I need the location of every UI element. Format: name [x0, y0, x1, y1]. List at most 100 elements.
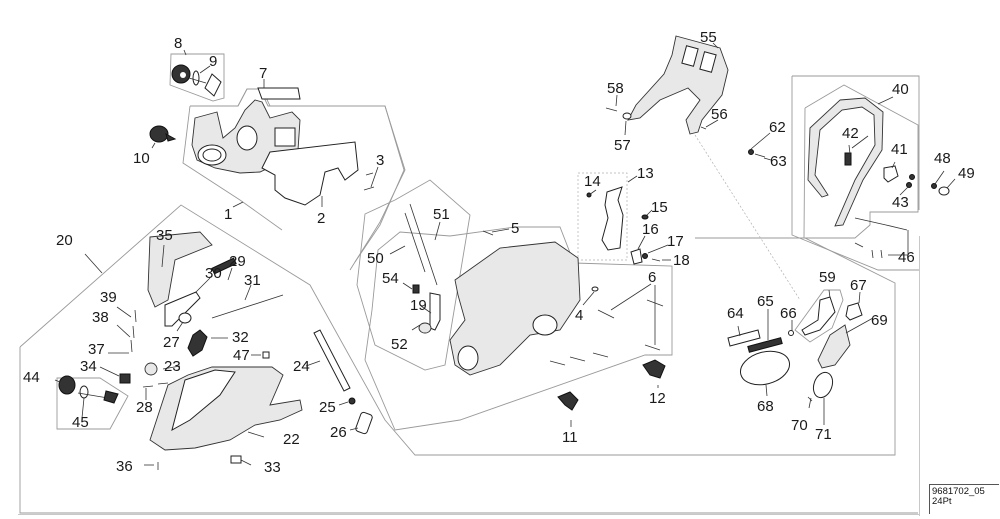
callout-30[interactable]: 30 [205, 265, 222, 282]
callout-34[interactable]: 34 [80, 358, 97, 375]
part-4-plug [591, 286, 599, 292]
callout-13[interactable]: 13 [637, 165, 654, 182]
part-51-rod [409, 203, 438, 286]
callout-54[interactable]: 54 [382, 270, 399, 287]
part-66-washer [788, 330, 794, 336]
part-34-switch [119, 373, 131, 384]
part-31-rod [211, 294, 284, 319]
callout-48[interactable]: 48 [934, 150, 951, 167]
callout-39[interactable]: 39 [100, 289, 117, 306]
callout-63[interactable]: 63 [770, 153, 787, 170]
callout-3[interactable]: 3 [376, 152, 384, 169]
callout-46[interactable]: 46 [898, 249, 915, 266]
callout-42[interactable]: 42 [842, 125, 859, 142]
callout-28[interactable]: 28 [136, 399, 153, 416]
callout-47[interactable]: 47 [233, 347, 250, 364]
part-7-decal [257, 87, 301, 100]
part-47-clip [262, 351, 270, 359]
callout-10[interactable]: 10 [133, 150, 150, 167]
callout-17[interactable]: 17 [667, 233, 684, 250]
callout-1[interactable]: 1 [224, 206, 232, 223]
callout-25[interactable]: 25 [319, 399, 336, 416]
callout-59[interactable]: 59 [819, 269, 836, 286]
callout-8[interactable]: 8 [174, 35, 182, 52]
callout-20[interactable]: 20 [56, 232, 73, 249]
callout-31[interactable]: 31 [244, 272, 261, 289]
callout-65[interactable]: 65 [757, 293, 774, 310]
callout-69[interactable]: 69 [871, 312, 888, 329]
part-63-screw [754, 153, 766, 158]
part-17-washer [642, 253, 648, 259]
part-16-bracket [630, 248, 643, 265]
callout-56[interactable]: 56 [711, 106, 728, 123]
part-27-catch [178, 312, 192, 324]
callout-7[interactable]: 7 [259, 65, 267, 82]
callout-24[interactable]: 24 [293, 358, 310, 375]
part-6-screw-c [644, 344, 661, 351]
part-33-label [230, 455, 242, 464]
callout-16[interactable]: 16 [642, 221, 659, 238]
callout-64[interactable]: 64 [727, 305, 744, 322]
guide-line-brake [694, 134, 801, 301]
callout-35[interactable]: 35 [156, 227, 173, 244]
part-54-nut [412, 284, 420, 294]
callout-33[interactable]: 33 [264, 459, 281, 476]
part-55-window-a [681, 45, 699, 67]
callout-23[interactable]: 23 [164, 358, 181, 375]
callout-49[interactable]: 49 [958, 165, 975, 182]
callout-52[interactable]: 52 [391, 336, 408, 353]
part-crankcase-seal [532, 314, 558, 336]
callout-51[interactable]: 51 [433, 206, 450, 223]
callout-41[interactable]: 41 [891, 141, 908, 158]
callout-44[interactable]: 44 [23, 369, 40, 386]
callout-45[interactable]: 45 [72, 414, 89, 431]
callout-2[interactable]: 2 [317, 210, 325, 227]
callout-5[interactable]: 5 [511, 220, 519, 237]
callout-18[interactable]: 18 [673, 252, 690, 269]
callout-55[interactable]: 55 [700, 29, 717, 46]
callout-32[interactable]: 32 [232, 329, 249, 346]
callout-14[interactable]: 14 [584, 173, 601, 190]
callout-62[interactable]: 62 [769, 119, 786, 136]
callout-27[interactable]: 27 [163, 334, 180, 351]
callout-36[interactable]: 36 [116, 458, 133, 475]
callout-58[interactable]: 58 [607, 80, 624, 97]
part-25-fitting [348, 397, 356, 405]
part-64-sleeve [727, 329, 761, 347]
outer-frame-bottom-edge [18, 514, 920, 515]
part-2-gasket [261, 141, 359, 206]
callout-15[interactable]: 15 [651, 199, 668, 216]
part-45-strap [77, 392, 109, 399]
callout-6[interactable]: 6 [648, 269, 656, 286]
part-68-brake-band [739, 350, 791, 386]
callout-22[interactable]: 22 [283, 431, 300, 448]
callout-9[interactable]: 9 [209, 53, 217, 70]
part-48-washer [931, 183, 937, 189]
callout-71[interactable]: 71 [815, 426, 832, 443]
callout-66[interactable]: 66 [780, 305, 797, 322]
part-38-pin [132, 325, 135, 339]
part-58-screw [605, 107, 618, 112]
callout-37[interactable]: 37 [88, 341, 105, 358]
callout-57[interactable]: 57 [614, 137, 631, 154]
callout-43[interactable]: 43 [892, 194, 909, 211]
callout-67[interactable]: 67 [850, 277, 867, 294]
part-69-brake-lever [817, 324, 851, 369]
reference-code-box: 9681702_05 24Pt [929, 484, 999, 514]
part-10-tab [165, 132, 177, 142]
callout-68[interactable]: 68 [757, 398, 774, 415]
callout-29[interactable]: 29 [229, 253, 246, 270]
callout-19[interactable]: 19 [410, 297, 427, 314]
callout-50[interactable]: 50 [367, 250, 384, 267]
part-6-screw-e [569, 356, 586, 362]
part-46-screw-b [871, 249, 874, 259]
frame-group-1-outline [182, 88, 405, 263]
callout-38[interactable]: 38 [92, 309, 109, 326]
callout-70[interactable]: 70 [791, 417, 808, 434]
callout-11[interactable]: 11 [562, 429, 578, 446]
callout-26[interactable]: 26 [330, 424, 347, 441]
callout-40[interactable]: 40 [892, 81, 909, 98]
callout-4[interactable]: 4 [575, 307, 583, 324]
part-45-strainer [103, 390, 119, 404]
callout-12[interactable]: 12 [649, 390, 666, 407]
